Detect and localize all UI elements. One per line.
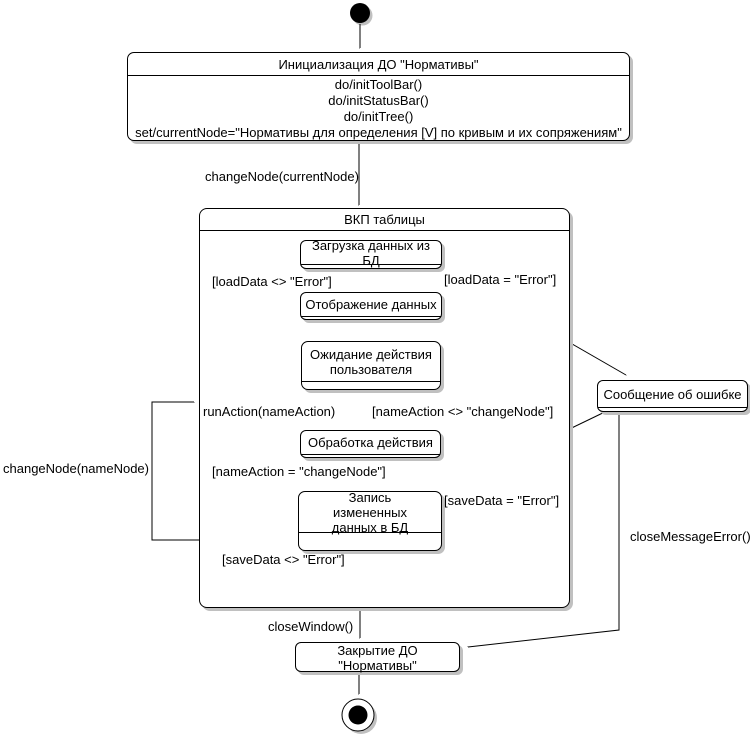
state-close: Закрытие ДО "Нормативы" [295,642,460,673]
label-run-action: runAction(nameAction) [203,404,336,419]
state-wait: Ожидание действия пользователя [301,341,441,390]
label-save-ok: [saveData <> "Error"] [222,552,345,567]
transition-composite-self [151,401,199,541]
state-save-title: Запись измененных данных в БД [299,490,441,535]
label-close-window: closeWindow() [268,619,354,634]
state-init-action: do/initTree() [343,109,414,124]
label-change-current: changeNode(currentNode) [205,169,359,184]
state-process-body [301,455,440,457]
state-wait-body [302,382,440,389]
state-load-body [301,265,441,268]
state-init-action: do/initToolBar() [334,77,423,92]
state-display: Отображение данных [300,292,442,320]
state-wait-title: Ожидание действия пользователя [302,342,440,382]
state-save: Запись измененных данных в БД [298,490,442,551]
state-init: Инициализация ДО "Нормативы" do/initTool… [127,52,630,141]
state-init-title: Инициализация ДО "Нормативы" [128,53,629,76]
state-display-title: Отображение данных [301,293,441,317]
label-action-change: [nameAction = "changeNode"] [212,464,386,479]
state-error-body [598,408,747,411]
state-display-body [301,317,441,319]
state-process-title: Обработка действия [301,431,440,455]
state-error: Сообщение об ошибке [597,380,748,412]
state-save-body [299,533,441,550]
label-change-node: changeNode(nameNode) [3,461,149,476]
state-load-title: Загрузка данных из БД [301,238,441,268]
state-process: Обработка действия [300,430,441,458]
state-init-actions: do/initToolBar() do/initStatusBar() do/i… [128,76,629,141]
state-init-action: do/initStatusBar() [328,93,429,108]
state-composite-vkp-title: ВКП таблицы [200,209,569,231]
label-load-ok: [loadData <> "Error"] [212,274,332,289]
label-action-not-change: [nameAction <> "changeNode"] [372,404,554,419]
initial-state [350,3,370,23]
label-close-message: closeMessageError() [630,529,750,544]
label-load-err: [loadData = "Error"] [444,272,557,287]
state-init-action: set/currentNode="Нормативы для определен… [135,125,622,140]
transition-error-to-close [468,413,620,647]
state-error-title: Сообщение об ошибке [598,381,747,408]
state-close-title: Закрытие ДО "Нормативы" [337,643,418,673]
final-state-dot [348,705,368,725]
label-save-err: [saveData = "Error"] [444,493,560,508]
state-load: Загрузка данных из БД [300,238,442,269]
